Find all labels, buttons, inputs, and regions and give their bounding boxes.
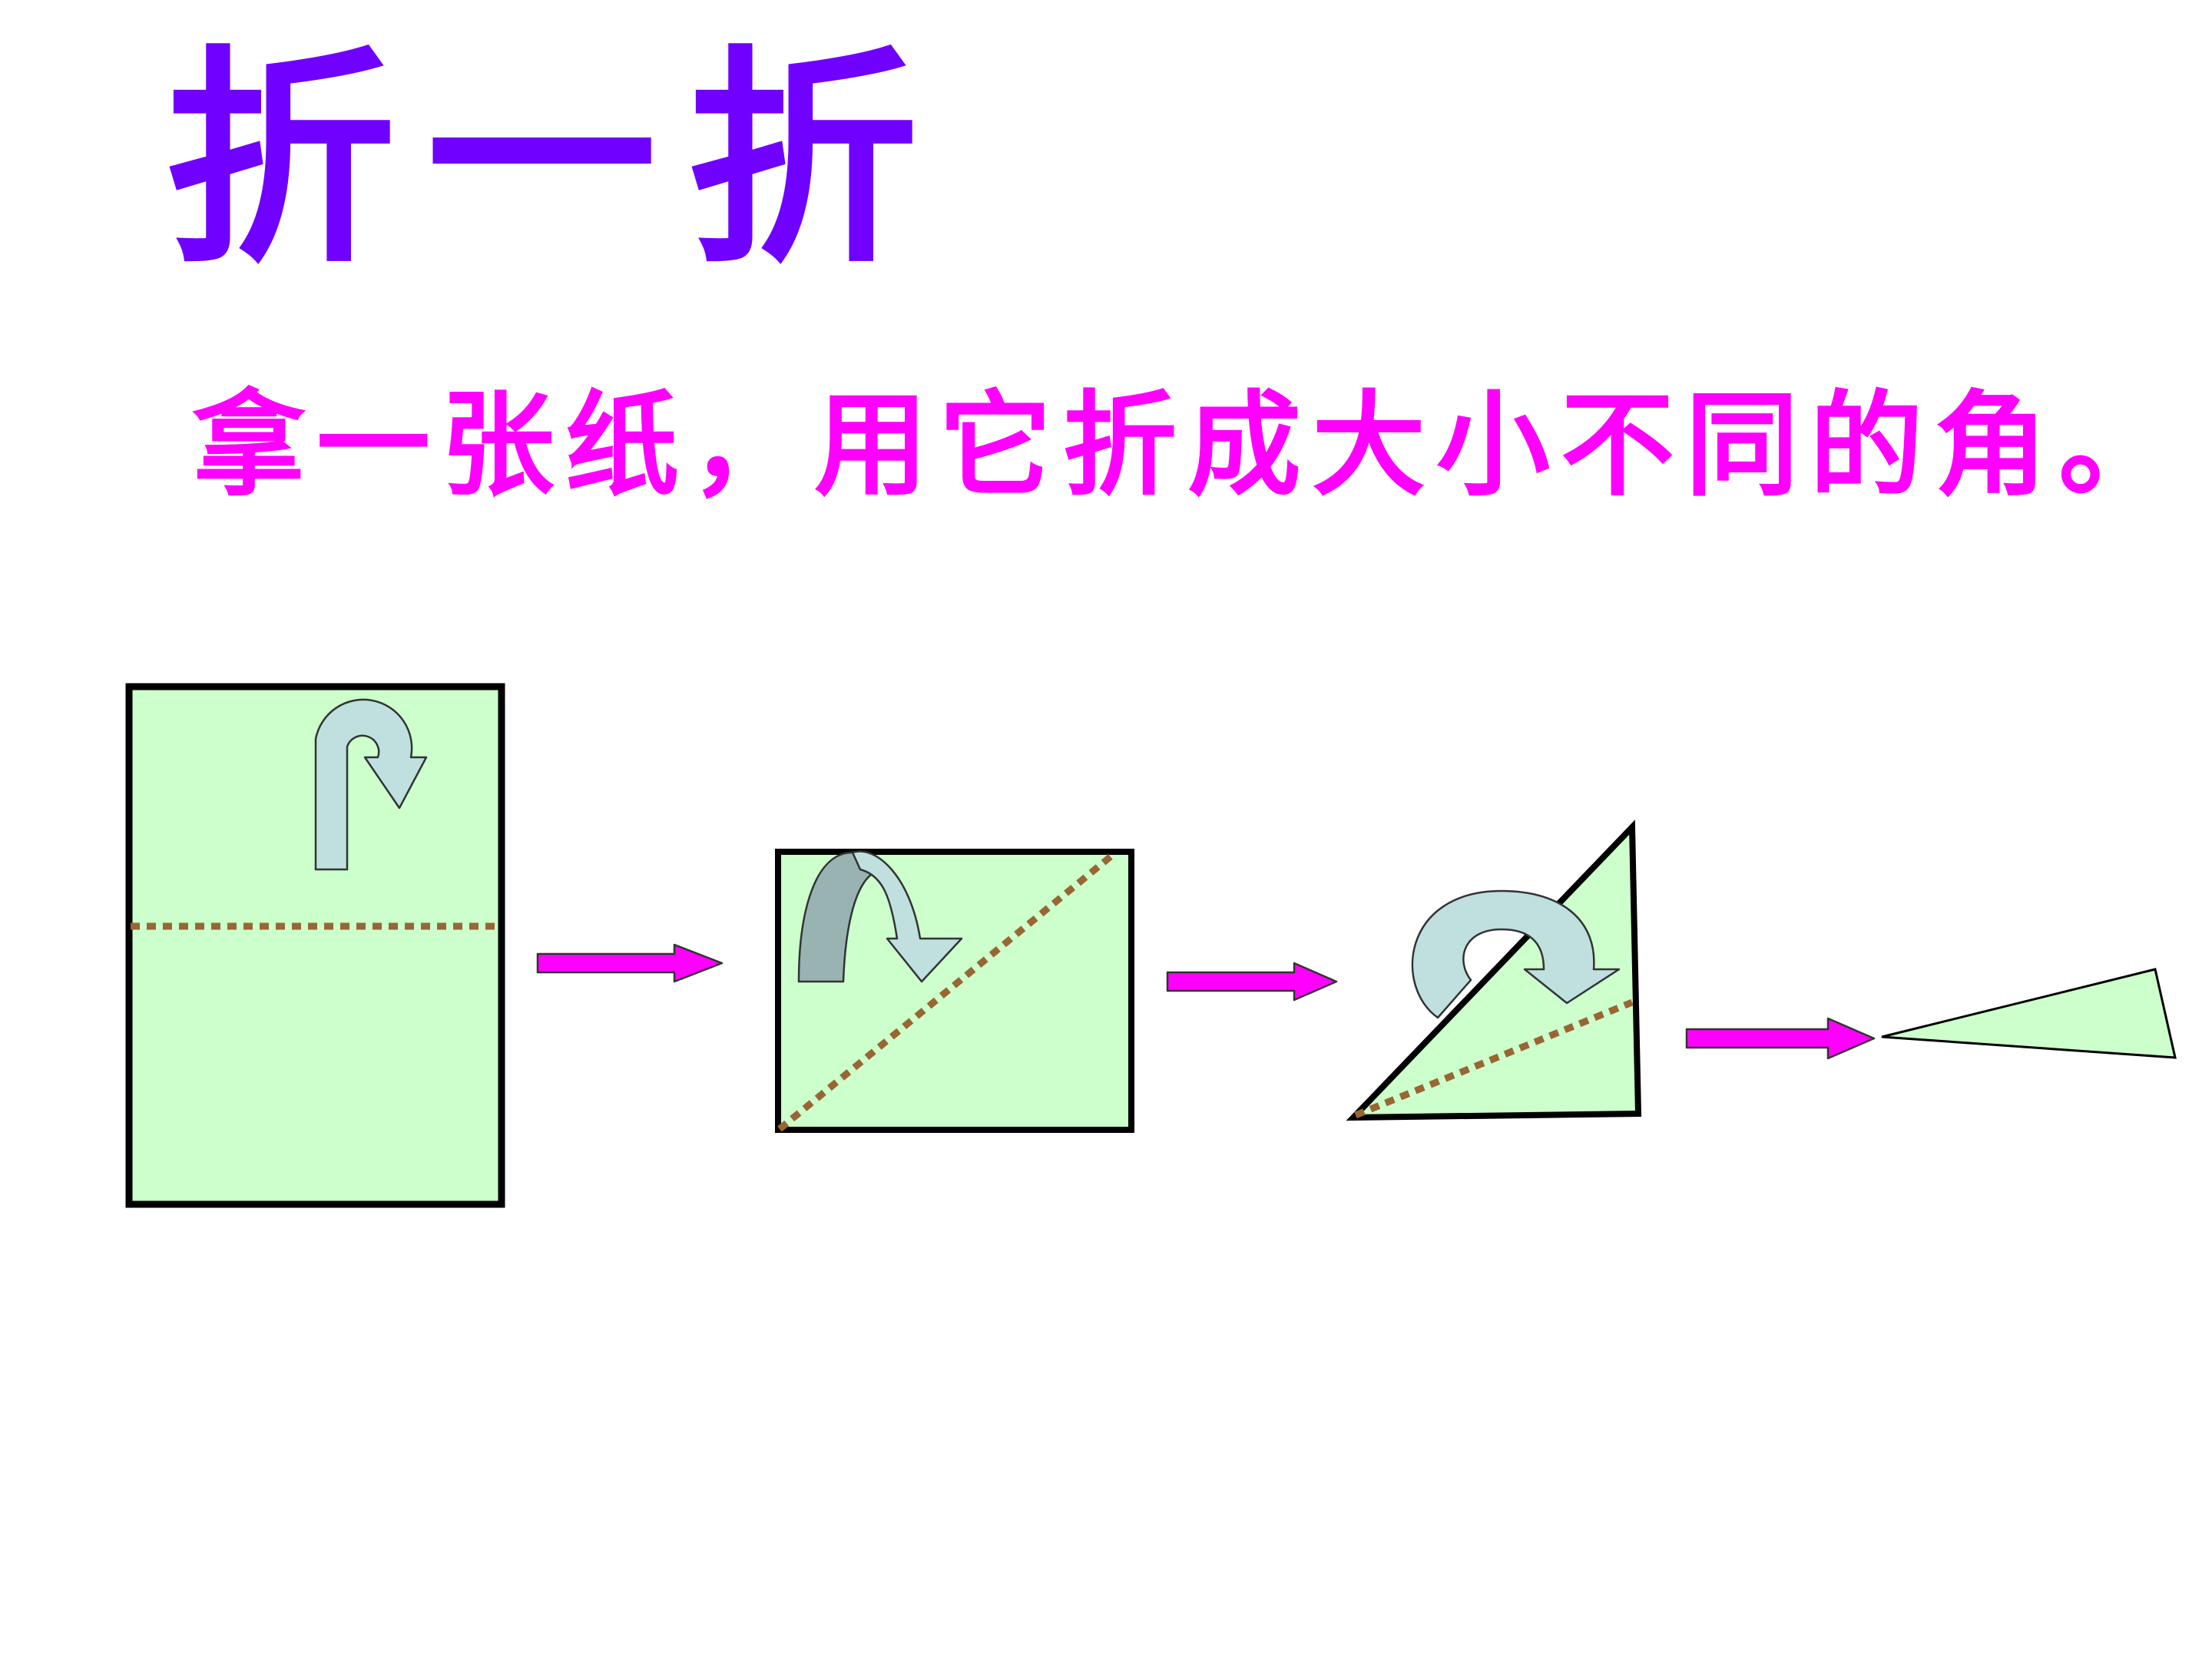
fold-line-bisector (1354, 998, 1634, 1119)
step-arrow-icon (536, 943, 724, 983)
triangle-paper (1346, 820, 1642, 1121)
curved-fold-arrow-icon (314, 698, 428, 871)
curved-fold-arrow-icon (851, 850, 963, 983)
step-arrow-icon (1685, 1017, 1876, 1060)
step-3-paper (1346, 820, 1642, 1121)
page-title: 折一折 (165, 27, 949, 295)
final-angle-paper (1881, 968, 2177, 1059)
instruction-text: 拿一张纸，用它折成大小不同的角。 (192, 379, 2183, 512)
step-arrow-icon (1166, 962, 1338, 1002)
curved-fold-arrow-icon (1411, 889, 1621, 1019)
step-2-paper (775, 849, 1134, 1133)
step-1-paper (125, 683, 505, 1208)
fold-line-diagonal (777, 851, 1116, 1132)
